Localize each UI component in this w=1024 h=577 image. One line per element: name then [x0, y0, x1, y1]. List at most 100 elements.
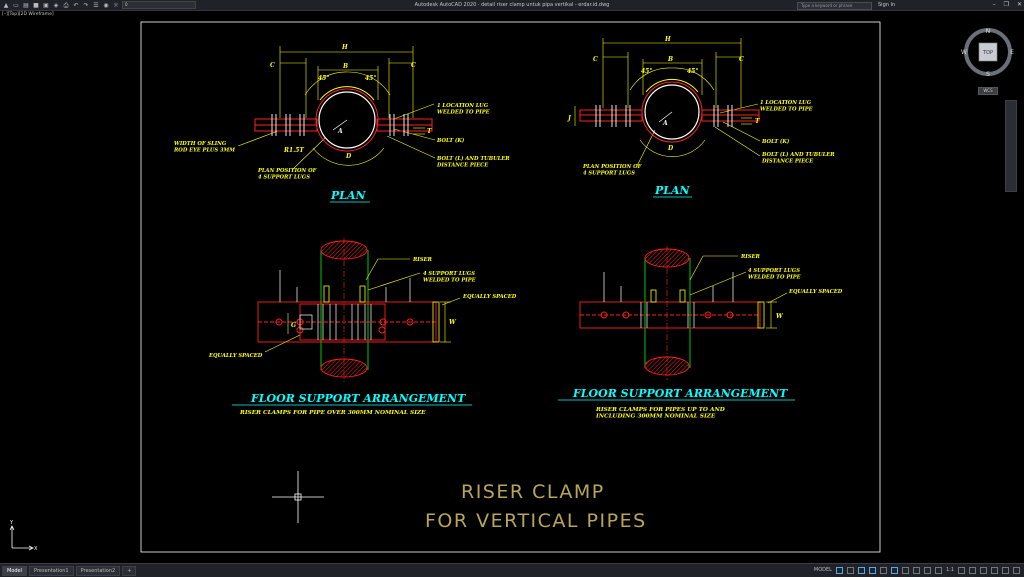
left-dim-b: B	[342, 63, 348, 70]
selection-cycling-icon[interactable]	[934, 566, 942, 574]
new-icon[interactable]: ▭	[13, 1, 19, 9]
print-icon[interactable]: ⎙	[63, 1, 69, 9]
quick-access-toolbar: ▲ ▭ ▤ ■ ▣ ◈ ⎙ ↶ ↷ ☰ ◉ ☼ 0	[2, 1, 196, 9]
compass-east[interactable]: E	[1010, 49, 1014, 56]
right-elevation-view	[579, 246, 788, 380]
annotation-scale[interactable]: 1:1	[945, 567, 954, 573]
model-space-button[interactable]: MODEL	[813, 567, 832, 573]
lineweight-icon[interactable]	[912, 566, 920, 574]
polar-icon[interactable]	[868, 566, 876, 574]
undo-icon[interactable]: ↶	[73, 1, 79, 9]
left-dim-w: W	[449, 319, 457, 326]
osnap-tracking-icon[interactable]	[901, 566, 909, 574]
view-cube[interactable]: TOP N S E W	[959, 25, 1017, 95]
right-dim-t: T	[755, 118, 760, 125]
gear-icon[interactable]	[958, 566, 965, 574]
crosshair-cursor	[272, 471, 324, 523]
sign-in-button[interactable]: Sign In	[878, 2, 896, 8]
right-angle-1: 45°	[641, 68, 652, 75]
left-dim-c1: C	[270, 62, 275, 69]
ortho-icon[interactable]	[857, 566, 865, 574]
tab-presentation2[interactable]: Presentation2	[75, 566, 121, 576]
left-dim-h: H	[341, 44, 348, 51]
redo-icon[interactable]: ↷	[83, 1, 89, 9]
right-plan-view	[574, 38, 761, 167]
layer-dropdown[interactable]: 0	[122, 1, 196, 9]
wcs-dropdown[interactable]: WCS	[978, 87, 998, 95]
left-elevation-view	[257, 238, 461, 382]
clean-screen-icon[interactable]	[1002, 566, 1009, 574]
left-angle-1: 45°	[318, 75, 329, 82]
compass-north[interactable]: N	[986, 28, 991, 35]
right-dim-d: D	[667, 145, 674, 152]
compass-south[interactable]: S	[986, 71, 990, 78]
add-layout-button[interactable]: +	[122, 566, 137, 576]
left-dim-c2: C	[411, 62, 416, 69]
search-input[interactable]: Type a keyword or phrase	[797, 2, 872, 10]
right-note-eq: EQUALLY SPACED	[788, 289, 843, 295]
left-dim-d: D	[345, 153, 352, 160]
svg-text:X: X	[34, 546, 38, 552]
app-menu-icon[interactable]: ▲	[3, 1, 9, 9]
web-icon[interactable]: ◈	[53, 1, 59, 9]
isolate-icon[interactable]	[980, 566, 987, 574]
right-dim-j: J	[567, 115, 572, 122]
isodraft-icon[interactable]	[879, 566, 887, 574]
right-dim-b: B	[667, 56, 673, 63]
grid-icon[interactable]	[835, 566, 843, 574]
left-arrangement-subtitle: RISER CLAMPS FOR PIPE OVER 300MM NOMINAL…	[239, 410, 426, 416]
right-plan-label: PLAN	[654, 184, 691, 197]
right-dim-c2: C	[739, 56, 744, 63]
left-dim-a: A	[337, 128, 343, 135]
right-angle-2: 45°	[687, 68, 698, 75]
sun-icon[interactable]: ☼	[113, 1, 119, 9]
ucs-icon: Y X	[9, 520, 38, 552]
title-bar: Autodesk AutoCAD 2020 · detail riser cla…	[0, 0, 1024, 11]
left-note-eq-left: EQUALLY SPACED	[208, 353, 263, 359]
viewport-controls-label[interactable]: [–][Top][2D Wireframe]	[2, 12, 54, 17]
navigation-bar[interactable]	[1005, 100, 1017, 192]
save-icon[interactable]: ■	[33, 1, 39, 9]
status-bar: Model Presentation1 Presentation2 + MODE…	[0, 563, 1024, 577]
left-plan-view	[237, 46, 436, 171]
tab-model[interactable]: Model	[2, 566, 28, 576]
right-dim-h: H	[664, 36, 671, 43]
drawing-border	[140, 21, 881, 553]
left-dim-g: G	[291, 322, 296, 329]
status-toggles: MODEL 1:1	[814, 566, 1020, 574]
open-icon[interactable]: ▤	[23, 1, 29, 9]
left-note-eq-top: EQUALLY SPACED	[462, 294, 517, 300]
tab-presentation1[interactable]: Presentation1	[29, 566, 74, 576]
layout-tabs: Model Presentation1 Presentation2 +	[2, 566, 137, 576]
right-note-riser: RISER	[740, 254, 760, 260]
hardware-accel-icon[interactable]	[991, 566, 998, 574]
compass-west[interactable]: W	[961, 49, 967, 56]
restore-icon[interactable]: ❐	[1003, 1, 1009, 8]
object-snap-icon[interactable]	[890, 566, 898, 574]
drawing-title-line1: RISER CLAMP	[461, 481, 605, 503]
plus-icon[interactable]	[969, 566, 976, 574]
snap-icon[interactable]	[846, 566, 854, 574]
left-plan-label: PLAN	[330, 189, 367, 202]
drawing-title-line2: FOR VERTICAL PIPES	[425, 510, 647, 532]
left-angle-2: 45°	[365, 75, 376, 82]
bulb-icon[interactable]: ◉	[103, 1, 109, 9]
save-as-icon[interactable]: ▣	[43, 1, 49, 9]
close-icon[interactable]: ✕	[1016, 1, 1022, 8]
minimize-icon[interactable]: –	[992, 1, 996, 8]
viewcube-face[interactable]: TOP	[982, 50, 993, 56]
left-r-label: R1.5T	[283, 147, 304, 154]
menu-icon[interactable]	[1013, 566, 1020, 574]
transparency-icon[interactable]	[923, 566, 931, 574]
left-note-riser: RISER	[412, 257, 432, 263]
left-note-bolt-k: BOLT (K)	[436, 137, 465, 144]
right-dim-c1: C	[593, 56, 598, 63]
